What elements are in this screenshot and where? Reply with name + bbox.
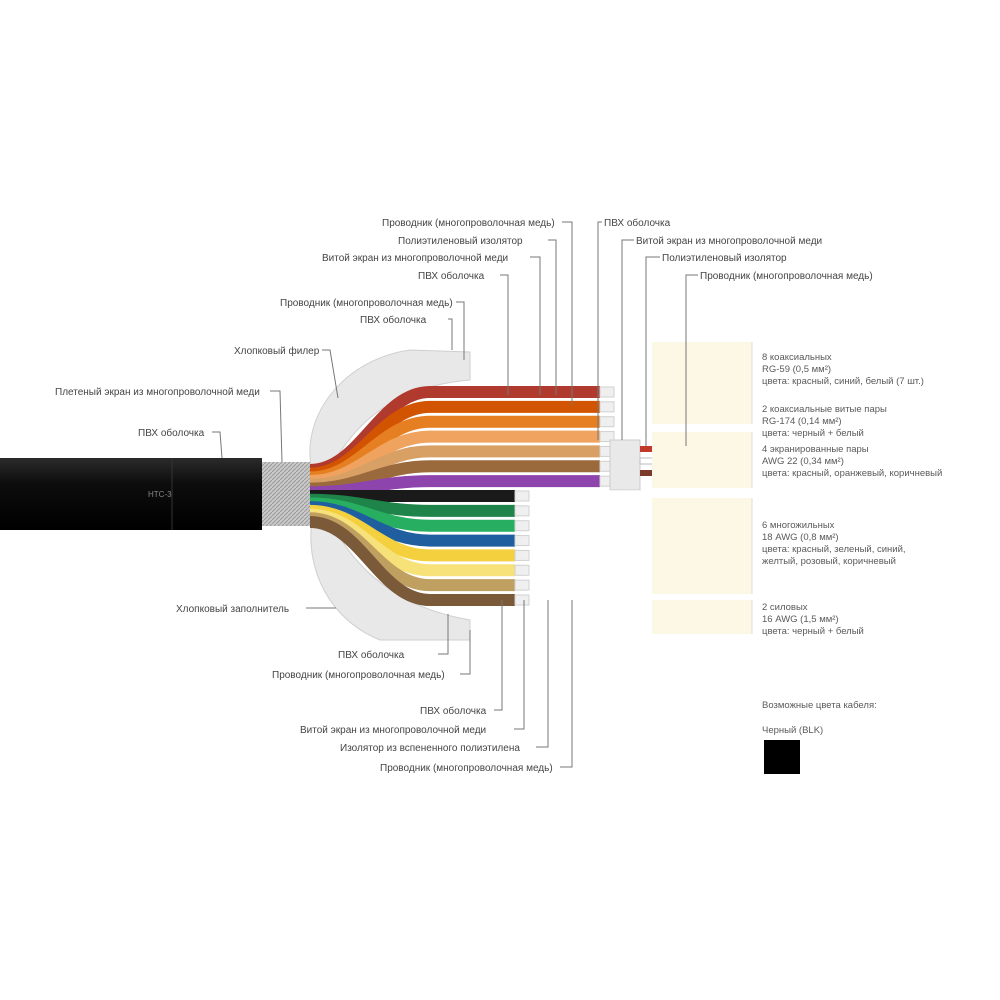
legend-color-name: Черный (BLK)	[762, 725, 823, 736]
bottom-label-7: Проводник (многопроволочная медь)	[380, 763, 553, 774]
desc-3-line-2: AWG 22 (0,34 мм²)	[762, 456, 844, 467]
desc-5-line-2: 16 AWG (1,5 мм²)	[762, 614, 839, 625]
right-label-4: Проводник (многопроволочная медь)	[700, 271, 873, 282]
desc-1-line-3: цвета: красный, синий, белый (7 шт.)	[762, 376, 924, 387]
cable-color-legend: Возможные цвета кабеля: Черный (BLK)	[762, 700, 877, 774]
top-label-5: Проводник (многопроволочная медь)	[280, 298, 453, 309]
description-boxes	[652, 342, 752, 634]
desc-2-line-1: 2 коаксиальные витые пары	[762, 404, 887, 415]
conductor-tip	[600, 387, 614, 397]
desc-4-line-1: 6 многожильных	[762, 520, 835, 531]
bottom-label-3: Проводник (многопроволочная медь)	[272, 670, 445, 681]
desc-4-line-2: 18 AWG (0,8 мм²)	[762, 532, 839, 543]
desc-1-line-2: RG-59 (0,5 мм²)	[762, 364, 831, 375]
conductor-tip	[600, 402, 614, 412]
cable-marking: HTC-3	[148, 490, 172, 499]
legend-heading: Возможные цвета кабеля:	[762, 700, 877, 711]
top-label-1: Проводник (многопроволочная медь)	[382, 218, 555, 229]
bottom-label-4: ПВХ оболочка	[420, 705, 487, 717]
top-label-3: Витой экран из многопроволочной меди	[322, 253, 508, 264]
desc-3-line-3: цвета: красный, оранжевый, коричневый	[762, 468, 942, 479]
top-label-6: ПВХ оболочка	[360, 314, 427, 326]
desc-5-line-3: цвета: черный + белый	[762, 626, 864, 637]
desc-4-line-3: цвета: красный, зеленый, синий,	[762, 544, 906, 555]
top-label-8: Плетеный экран из многопроволочной меди	[55, 387, 260, 398]
bottom-label-6: Изолятор из вспененного полиэтилена	[340, 743, 520, 754]
desc-4-line-4: желтый, розовый, коричневый	[762, 556, 896, 567]
desc-2-line-3: цвета: черный + белый	[762, 428, 864, 439]
top-label-7: Хлопковый филер	[234, 345, 320, 357]
bottom-label-1: Хлопковый заполнитель	[176, 604, 289, 615]
outer-jacket	[0, 458, 262, 530]
desc-1-line-1: 8 коаксиальных	[762, 352, 832, 363]
desc-5-line-1: 2 силовых	[762, 602, 808, 613]
desc-3-line-1: 4 экранированные пары	[762, 444, 869, 455]
top-label-4: ПВХ оболочка	[418, 270, 485, 282]
bottom-label-5: Витой экран из многопроволочной меди	[300, 725, 486, 736]
top-label-2: Полиэтиленовый изолятор	[398, 236, 523, 247]
bottom-label-2: ПВХ оболочка	[338, 649, 405, 661]
conductor-tip	[600, 417, 614, 427]
right-label-3: Полиэтиленовый изолятор	[662, 253, 787, 264]
legend-swatch	[764, 740, 800, 774]
braid-shield	[262, 462, 310, 526]
right-label-1: ПВХ оболочка	[604, 217, 671, 229]
right-label-2: Витой экран из многопроволочной меди	[636, 236, 822, 247]
desc-2-line-2: RG-174 (0,14 мм²)	[762, 416, 842, 427]
top-label-9: ПВХ оболочка	[138, 427, 205, 439]
